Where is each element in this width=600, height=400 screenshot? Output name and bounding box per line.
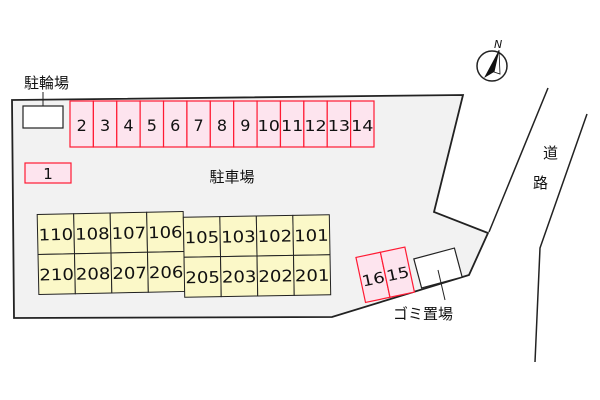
bicycle-parking-area — [22, 105, 64, 129]
road-edge-left — [488, 87, 549, 233]
garbage-area — [413, 247, 463, 289]
parking-space-label: 16 — [360, 268, 386, 290]
unit-number: 107 — [111, 223, 146, 243]
unit-number: 210 — [39, 265, 74, 285]
unit-number: 102 — [258, 226, 293, 246]
unit-number: 105 — [185, 228, 220, 248]
parking-space-label: 2 — [77, 116, 87, 135]
bicycle-parking-label: 駐輪場 — [24, 74, 69, 92]
unit-number: 103 — [221, 227, 256, 247]
road-label-1: 道 — [543, 144, 558, 162]
unit-number: 208 — [76, 264, 111, 284]
parking-space-label: 6 — [170, 116, 180, 135]
unit — [293, 254, 332, 296]
parking-space-label: 12 — [304, 117, 326, 135]
unit-number: 106 — [148, 222, 183, 242]
garbage-area-label: ゴミ置場 — [393, 305, 453, 323]
parking-lot-label: 駐車場 — [209, 168, 254, 186]
parking-space-label: 5 — [147, 116, 157, 135]
north-compass-icon: N — [476, 38, 508, 82]
parking-space[interactable] — [24, 162, 72, 184]
parking-space-label: 14 — [351, 117, 373, 135]
unit-number: 202 — [258, 266, 293, 286]
unit-number: 201 — [295, 266, 330, 286]
parking-space-label: 4 — [123, 116, 133, 135]
unit-number: 110 — [38, 225, 73, 245]
parking-space-label: 13 — [328, 117, 350, 135]
unit-number: 205 — [185, 268, 220, 288]
parking-space-label: 9 — [240, 116, 250, 135]
parking-space[interactable] — [350, 100, 375, 148]
parking-space-label: 11 — [281, 117, 303, 135]
parking-space-label: 8 — [217, 116, 227, 135]
parking-space-label: 7 — [194, 116, 204, 135]
north-label: N — [494, 38, 502, 51]
parking-space-label: 3 — [100, 116, 110, 135]
parking-space-label: 1 — [43, 165, 53, 183]
parking-space-label: 15 — [385, 263, 411, 285]
road-label-2: 路 — [533, 174, 548, 192]
parking-space[interactable] — [379, 246, 416, 298]
road-edge-right — [534, 113, 588, 363]
unit-number: 203 — [222, 267, 257, 287]
unit-number: 206 — [149, 262, 184, 282]
road — [488, 87, 588, 363]
unit-number: 108 — [75, 224, 110, 244]
unit-number: 207 — [112, 263, 147, 283]
unit-number: 101 — [294, 226, 329, 246]
parking-space-label: 10 — [258, 117, 280, 135]
